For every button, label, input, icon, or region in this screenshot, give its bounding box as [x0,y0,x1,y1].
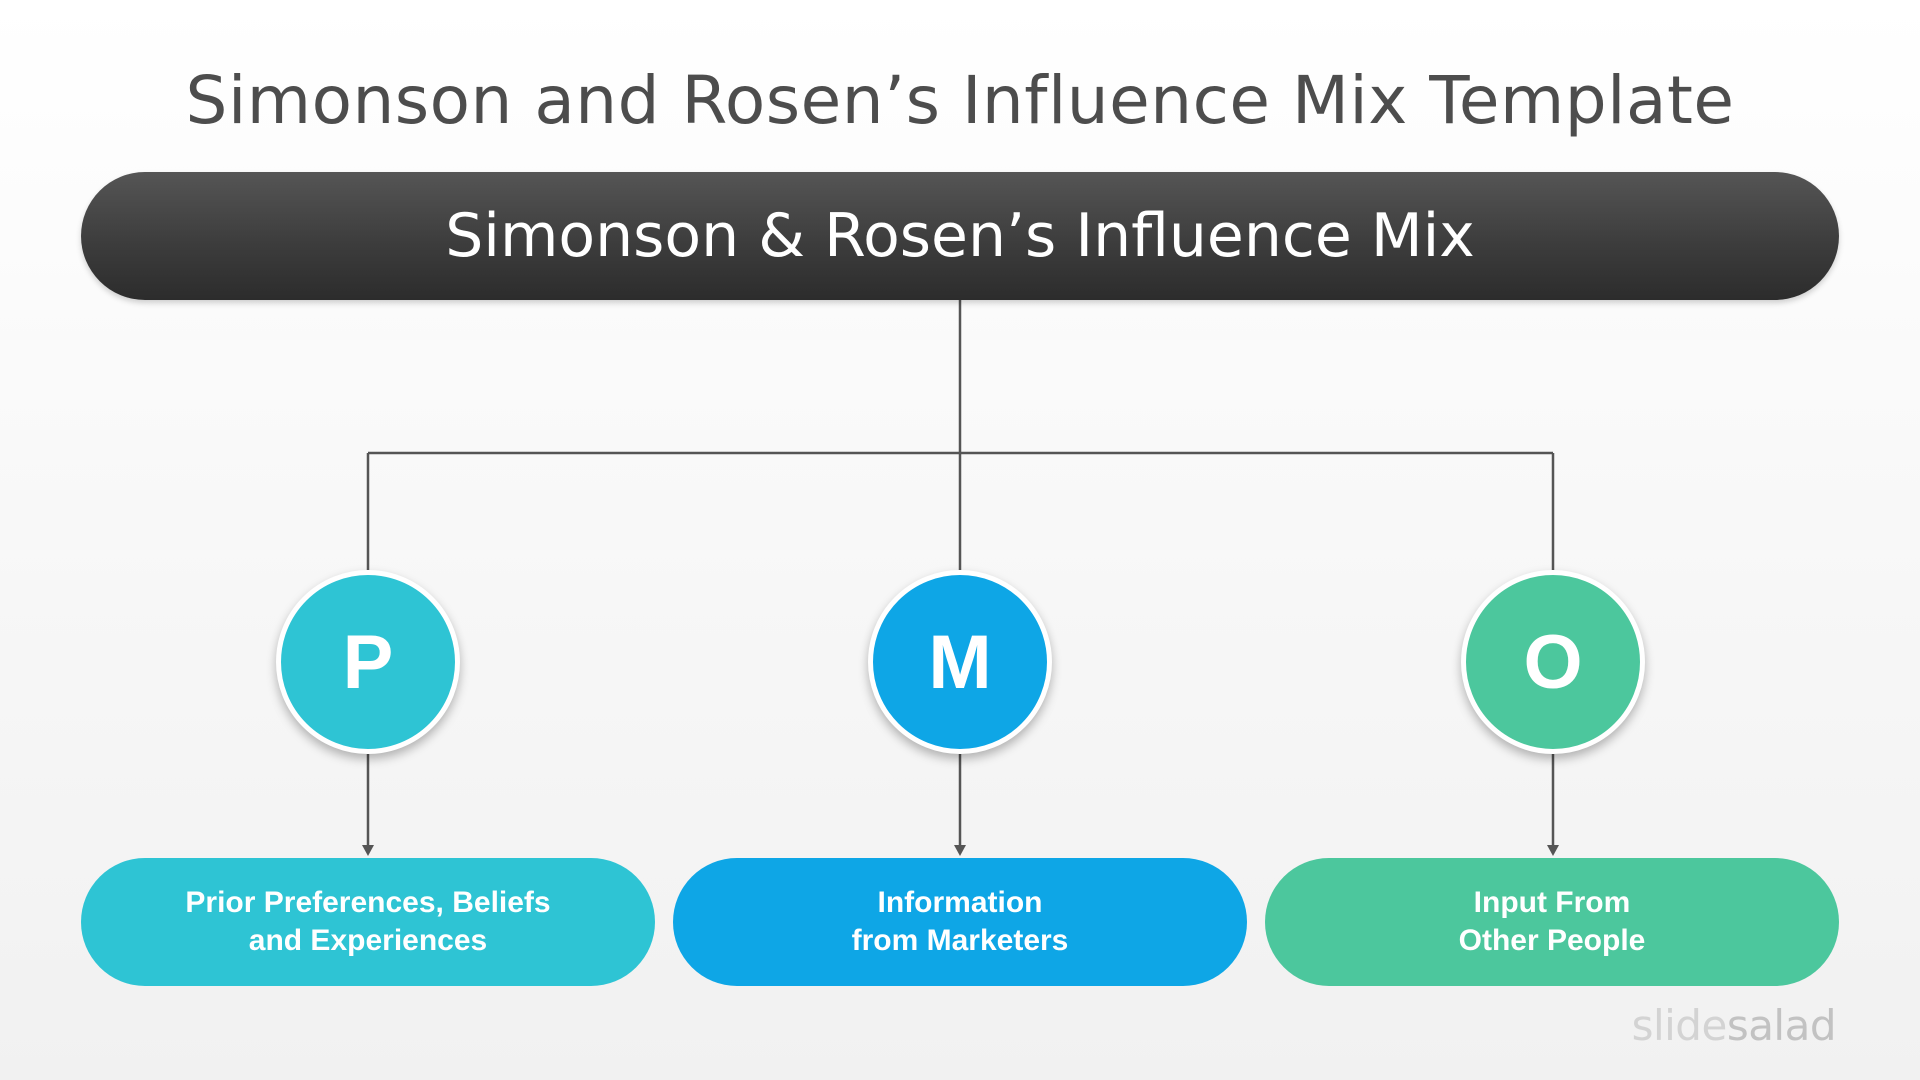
node-letter-o: O [1523,619,1583,705]
arrowhead-p-icon [362,845,374,856]
logo-part-b: salad [1726,1001,1837,1050]
pill-p-line-1: Prior Preferences, Beliefs [185,886,551,919]
pill-m-line-2: from Marketers [851,924,1069,957]
pill-input-other-people: Input From Other People [1265,858,1839,986]
pill-o-line-2: Other People [1458,924,1646,957]
pill-o-line-1: Input From [1473,886,1631,919]
pill-m-line-1: Information [877,886,1043,919]
node-circle-o: O [1461,570,1645,754]
node-circle-m: M [868,570,1052,754]
slide-title: Simonson and Rosen’s Influence Mix Templ… [185,62,1735,139]
node-circle-p: P [276,570,460,754]
arrowhead-o-icon [1547,845,1559,856]
banner-label: Simonson & Rosen’s Influence Mix [445,201,1475,271]
arrowhead-m-icon [954,845,966,856]
slidesalad-logo: slidesalad [1631,1001,1837,1050]
node-letter-m: M [928,619,992,705]
logo-part-a: slide [1631,1001,1728,1050]
pill-information-marketers: Information from Marketers [673,858,1247,986]
pill-p-line-2: and Experiences [248,924,488,957]
pill-prior-preferences: Prior Preferences, Beliefs and Experienc… [81,858,655,986]
node-letter-p: P [342,619,394,705]
influence-mix-banner: Simonson & Rosen’s Influence Mix [81,172,1839,300]
